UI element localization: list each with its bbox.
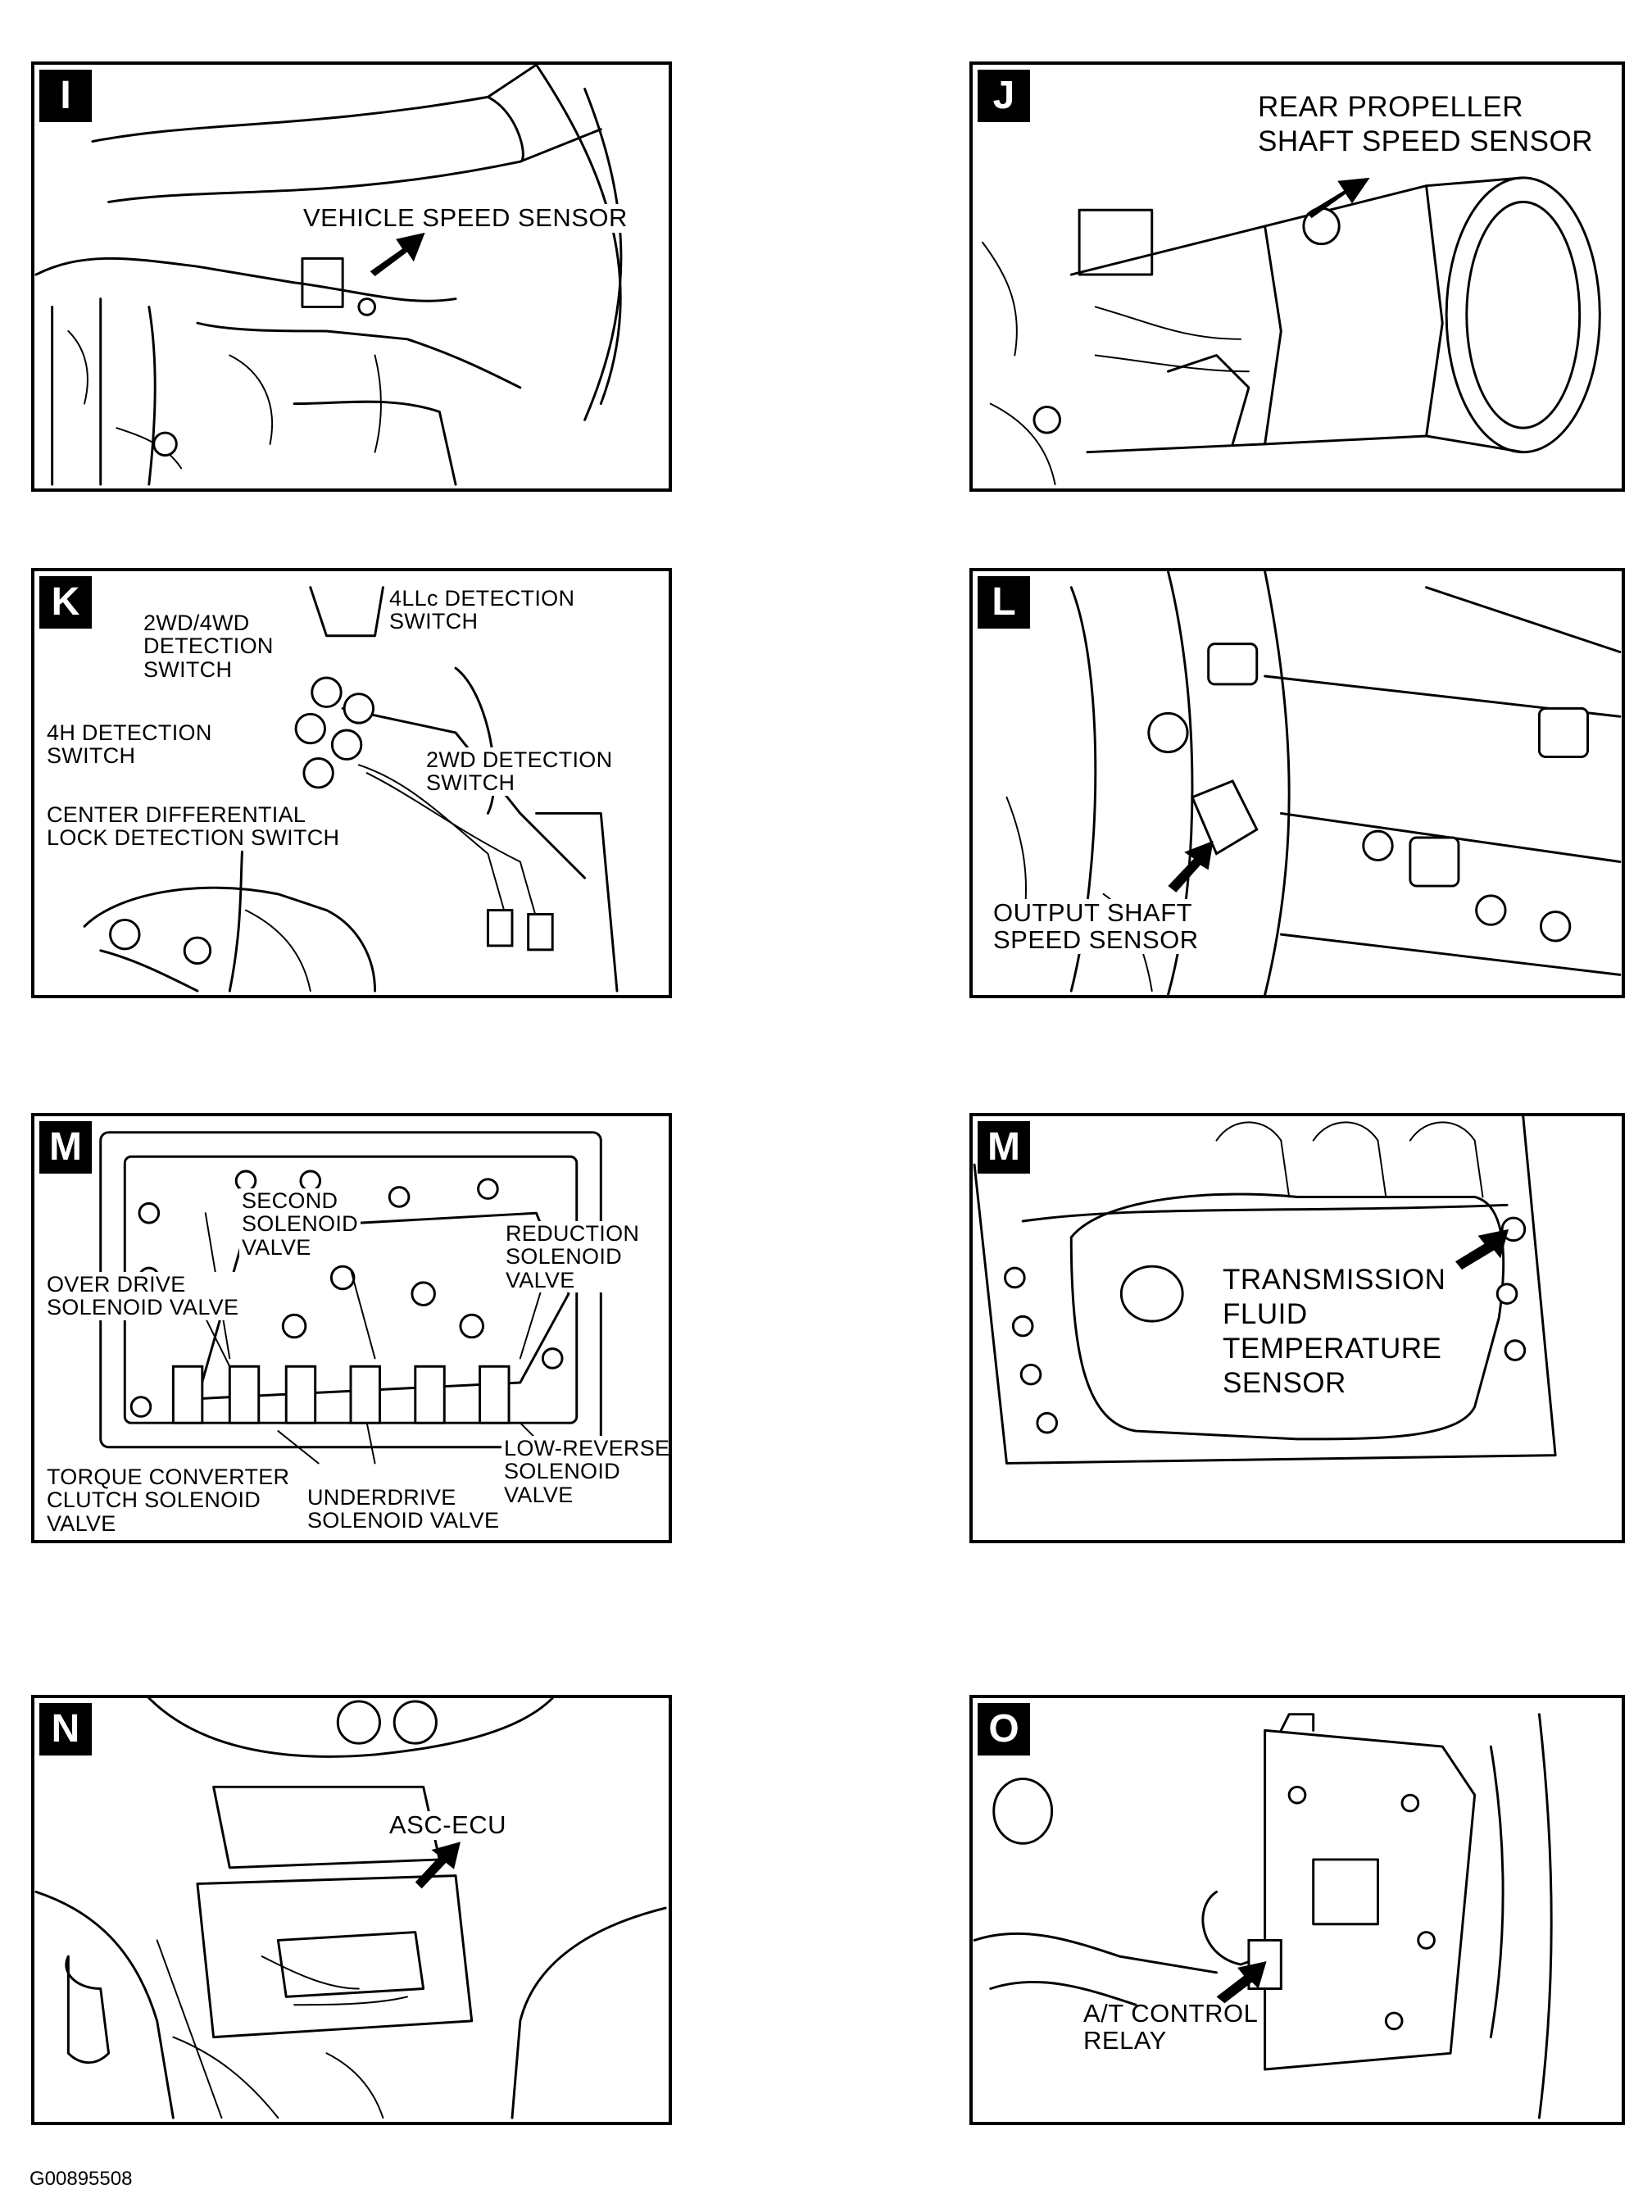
panel-badge-j: J	[978, 70, 1030, 122]
panel-n: N ASC-ECU	[31, 1695, 672, 2125]
panel-l: L OUTPUT SHAFT SPEED SENSOR	[969, 568, 1625, 998]
fluid-temperature-sensor-illustration	[973, 1116, 1557, 1465]
valve-body-solenoids-illustration	[99, 1131, 602, 1465]
panel-badge-i: I	[39, 70, 92, 122]
rear-propeller-shaft-sensor-illustration	[981, 176, 1601, 486]
label-reduction-solenoid-valve: REDUCTION SOLENOID VALVE	[503, 1221, 642, 1293]
panel-badge-l: L	[978, 576, 1030, 629]
at-control-relay-illustration	[973, 1713, 1553, 2119]
label-transmission-fluid-temperature-sensor: TRANSMISSION FLUID TEMPERATURE SENSOR	[1223, 1264, 1446, 1399]
transfer-switch-cluster-illustration	[83, 586, 619, 992]
label-underdrive-solenoid-valve: UNDERDRIVE SOLENOID VALVE	[305, 1485, 502, 1533]
panel-badge-m-left: M	[39, 1121, 92, 1174]
label-center-differential-lock-detection-switch: CENTER DIFFERENTIAL LOCK DETECTION SWITC…	[44, 802, 343, 851]
panel-i: I VEHICLE SPEED SENSOR	[31, 61, 672, 492]
panel-m-fluid-temp: M TRANSMISSION FLUID TEMPERATURE SENSOR	[969, 1113, 1625, 1543]
panel-badge-k: K	[39, 576, 92, 629]
asc-ecu-illustration	[34, 1698, 667, 2119]
panel-badge-o: O	[978, 1703, 1030, 1756]
label-rear-propeller-shaft-speed-sensor: REAR PROPELLER SHAFT SPEED SENSOR	[1255, 89, 1596, 160]
panel-badge-n: N	[39, 1703, 92, 1756]
label-4h-detection-switch: 4H DETECTION SWITCH	[44, 720, 215, 769]
figure-id: G00895508	[30, 2168, 133, 2190]
label-vehicle-speed-sensor: VEHICLE SPEED SENSOR	[301, 204, 630, 233]
label-second-solenoid-valve: SECOND SOLENOID VALVE	[239, 1188, 361, 1260]
panel-badge-m-right: M	[978, 1121, 1030, 1174]
panel-o: O A/T CONTROL RELAY	[969, 1695, 1625, 2125]
label-over-drive-solenoid-valve: OVER DRIVE SOLENOID VALVE	[44, 1272, 242, 1320]
label-low-reverse-solenoid-valve: LOW-REVERSE SOLENOID VALVE	[502, 1436, 669, 1508]
panel-m-valve-body: M SECOND SOLENOID VALVE REDUCTION SOLENO…	[31, 1113, 672, 1543]
panel-k: K 4LLc DETECTION SWITCH 2WD/4WD DETECTIO…	[31, 568, 672, 998]
label-at-control-relay: A/T CONTROL RELAY	[1083, 1999, 1259, 2055]
label-asc-ecu: ASC-ECU	[387, 1811, 510, 1840]
label-2wd-4wd-detection-switch: 2WD/4WD DETECTION SWITCH	[141, 611, 276, 683]
vehicle-speed-sensor-illustration	[34, 65, 623, 486]
panel-j: J REAR PROPELLER SHAFT SPEED SENSOR	[969, 61, 1625, 492]
label-torque-converter-clutch-solenoid-valve: TORQUE CONVERTER CLUTCH SOLENOID VALVE	[44, 1465, 293, 1537]
label-output-shaft-speed-sensor: OUTPUT SHAFT SPEED SENSOR	[991, 899, 1201, 955]
label-4llc-detection-switch: 4LLc DETECTION SWITCH	[387, 586, 578, 634]
label-2wd-detection-switch: 2WD DETECTION SWITCH	[424, 747, 615, 796]
